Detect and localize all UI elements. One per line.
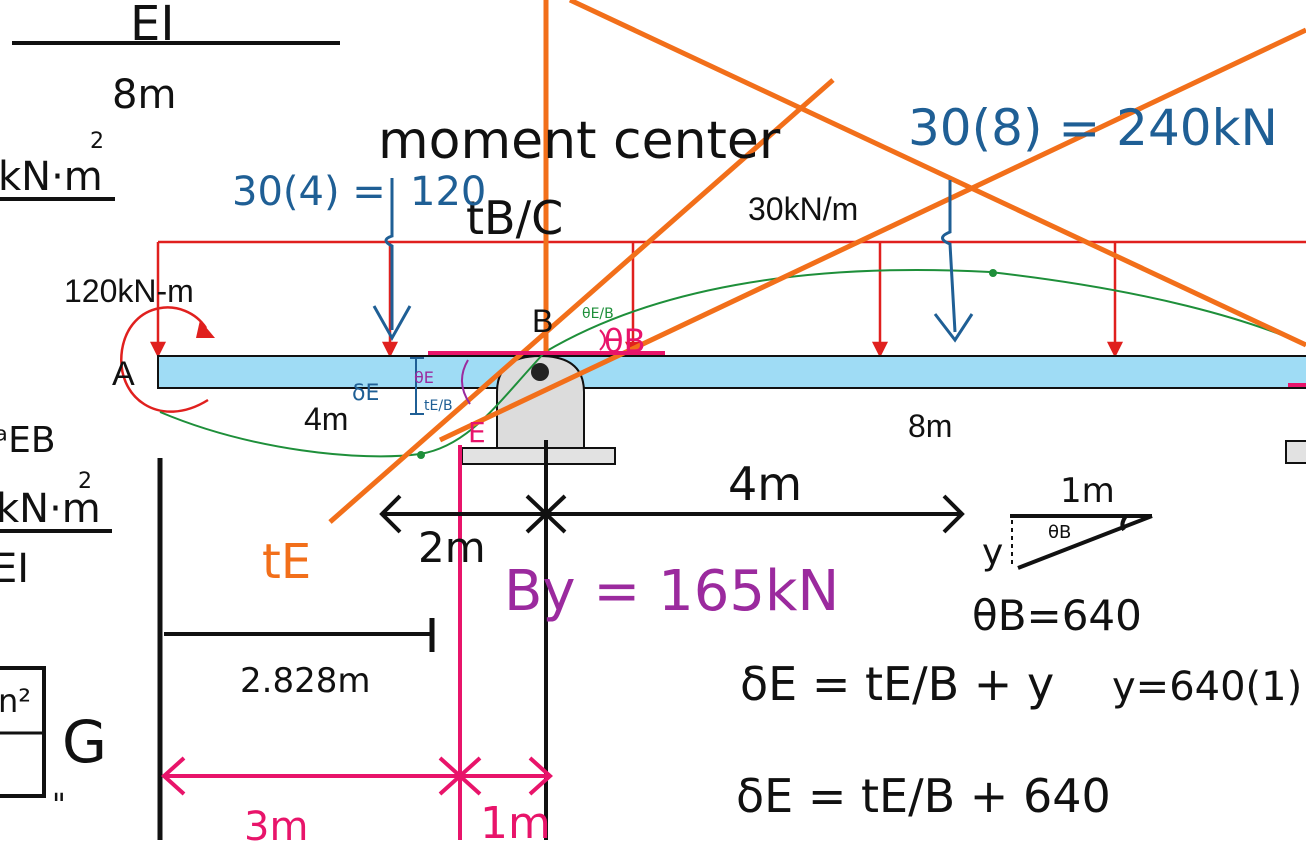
beam: [157, 355, 1306, 389]
resultant-arrows: [372, 178, 974, 343]
equation-1: δE = tE/B + y: [740, 657, 1054, 711]
theta-b-label: θB: [604, 322, 646, 360]
right-load-calc: 30(8) = 240kN: [908, 99, 1278, 157]
aeb-label: ᵃEB: [0, 420, 56, 461]
applied-moment-label: 120kN-m: [64, 273, 194, 309]
equation-2: δE = tE/B + 640: [736, 769, 1111, 823]
distributed-load: [149, 240, 1306, 358]
elastic-curve: [159, 269, 1306, 458]
dim-2m-label: 2m: [418, 523, 486, 572]
teb-label: tE/B: [424, 398, 453, 414]
quote-mark: ": [52, 788, 66, 823]
fragment-top: I: [0, 201, 2, 241]
distributed-load-label: 30kN/m: [748, 191, 858, 227]
span-left-label: 4m: [304, 401, 348, 437]
dim-4m-label: 4m: [728, 457, 802, 511]
delta-e-label: δE: [352, 381, 379, 406]
units-mid-square: 2: [78, 469, 92, 494]
point-b-label: B: [532, 303, 553, 339]
theta-e-label: θE: [414, 368, 434, 387]
box-unit: n²: [0, 682, 31, 720]
dimension-2m-4m: [379, 494, 965, 534]
slope-triangle: [1010, 514, 1153, 570]
theta-eb-label: θE/B: [582, 306, 614, 322]
moment-center-label: moment center: [378, 111, 781, 171]
ei-label: EI: [130, 0, 174, 52]
tbc-label: tB/C: [466, 191, 563, 245]
dim-2828-label: 2.828m: [240, 661, 370, 701]
dimension-3m-1m: [161, 756, 553, 796]
span-right-label: 8m: [908, 408, 952, 444]
triangle-y-label: y: [982, 532, 1003, 573]
left-load-calc: 30(4) =: [232, 169, 386, 215]
left-load-value: 120: [410, 169, 486, 215]
triangle-1m-label: 1m: [1060, 471, 1115, 511]
g-label: G: [62, 708, 107, 776]
point-a-label: A: [112, 355, 135, 393]
reaction-by: By = 165kN: [504, 559, 839, 624]
dim-1m-label: 1m: [480, 798, 551, 847]
tangent-lines: [328, 0, 1306, 524]
length-label: 8m: [112, 72, 176, 118]
theta-b-value: θB=640: [972, 591, 1142, 640]
equation-y: y=640(1): [1112, 664, 1302, 710]
ei-mid-label: EI: [0, 546, 29, 592]
point-e-label: E: [468, 416, 486, 449]
applied-moment: [120, 306, 215, 413]
deflection-annotations: [410, 329, 665, 415]
units-mid: kN·m: [0, 486, 101, 532]
triangle-theta-label: θB: [1048, 522, 1071, 543]
units-top: kN·m: [0, 154, 103, 200]
te-label: tE: [262, 534, 311, 590]
units-top-square: 2: [90, 129, 104, 154]
dim-3m-label: 3m: [244, 804, 308, 847]
